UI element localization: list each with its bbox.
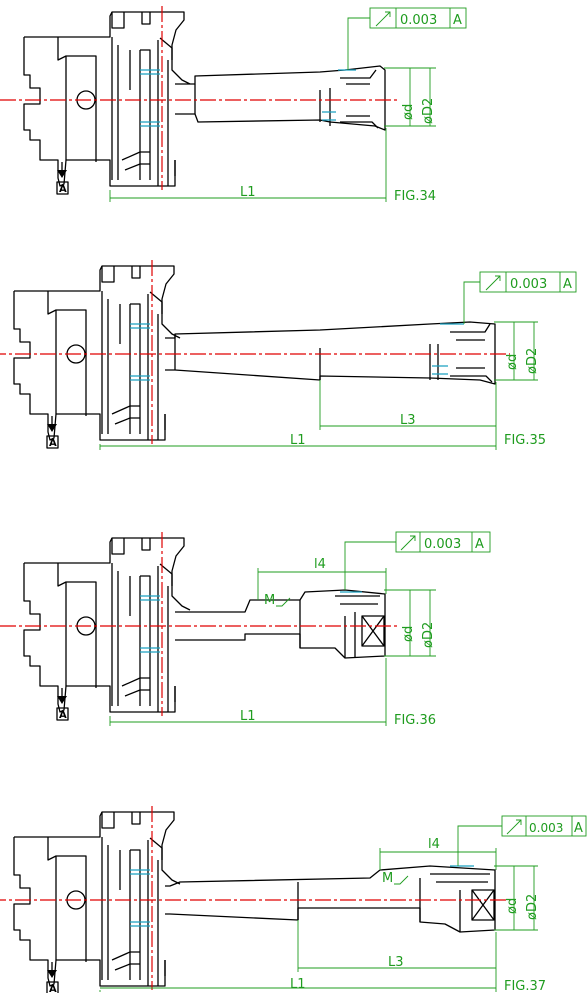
dim-L1 xyxy=(109,128,387,202)
wrench-flat xyxy=(361,615,385,647)
collet-threads xyxy=(432,323,464,375)
dim-label-M: M xyxy=(264,593,275,608)
figure-35: L1 L3 FIG.35 ød øD2 A 0.003 A xyxy=(0,260,577,450)
tolerance-leader xyxy=(457,825,502,866)
dim-label-L1: L1 xyxy=(290,977,306,992)
wrench-flat-cross xyxy=(471,889,495,921)
tolerance-leader xyxy=(463,281,480,324)
holder-head xyxy=(13,265,181,441)
dim-label-d: ød xyxy=(505,898,520,914)
shank-outline xyxy=(175,65,386,131)
shank-outline xyxy=(165,865,496,933)
dim-label-d: ød xyxy=(401,104,416,120)
datum-label: A xyxy=(59,710,67,721)
dim-label-L1: L1 xyxy=(240,185,256,200)
datum-label: A xyxy=(59,184,67,195)
tolerance-frame: 0.003 A xyxy=(395,531,491,553)
dim-diameters xyxy=(494,321,538,381)
tolerance-datum: A xyxy=(475,537,484,552)
collet-lines xyxy=(450,323,493,383)
collet-lines xyxy=(340,69,379,129)
fig-label: FIG.34 xyxy=(394,189,436,204)
datum-box xyxy=(56,181,69,195)
thread-leader-M xyxy=(394,875,409,885)
shank-outline xyxy=(165,321,496,385)
tolerance-frame: 0.003 A xyxy=(501,815,587,837)
holder-head xyxy=(23,537,191,713)
dim-label-l4: l4 xyxy=(314,557,326,572)
dim-label-l4: l4 xyxy=(428,837,440,852)
runout-arrow-icon xyxy=(506,819,522,835)
runout-arrow-icon xyxy=(375,11,391,27)
tolerance-value: 0.003 xyxy=(510,277,547,292)
tolerance-leader xyxy=(347,17,370,70)
collet-lines xyxy=(430,873,490,883)
holder-head xyxy=(13,811,181,987)
thread-leader-M xyxy=(276,597,291,607)
datum-label: A xyxy=(49,438,57,449)
fig-label: FIG.35 xyxy=(504,433,546,448)
datum-box xyxy=(46,981,59,993)
tolerance-frame: 0.003 A xyxy=(369,7,467,29)
dim-diameters xyxy=(494,865,538,931)
figure-36: L1 FIG.36 l4 M ød øD2 A 0.003 A xyxy=(0,531,491,728)
holder-head xyxy=(23,11,191,187)
runout-arrow-icon xyxy=(485,275,501,291)
tolerance-value: 0.003 xyxy=(400,13,437,28)
shank-outline xyxy=(175,589,386,659)
tolerance-frame: 0.003 A xyxy=(479,271,577,293)
dim-L1 xyxy=(99,382,497,450)
dim-label-D2: øD2 xyxy=(421,622,436,648)
dim-label-L3: L3 xyxy=(400,413,416,428)
runout-arrow-icon xyxy=(400,535,416,551)
dim-label-L1: L1 xyxy=(290,433,306,448)
collet-threads xyxy=(322,69,356,121)
dim-label-d: ød xyxy=(401,626,416,642)
dim-label-D2: øD2 xyxy=(421,98,436,124)
wrench-flat xyxy=(471,889,495,921)
datum-box xyxy=(56,707,69,721)
figure-37: L1 L3 FIG.37 l4 M ød øD2 A 0.003 A xyxy=(0,806,587,993)
datum-box xyxy=(46,435,59,449)
dim-L3 xyxy=(297,920,496,972)
shank-steps xyxy=(299,600,356,658)
tolerance-value: 0.003 xyxy=(424,537,461,552)
fig-label: FIG.37 xyxy=(504,979,546,993)
dim-diameters xyxy=(384,67,436,127)
dim-label-d: ød xyxy=(505,354,520,370)
fig-label: FIG.36 xyxy=(394,713,436,728)
dim-L3 xyxy=(319,380,496,430)
wrench-flat-cross xyxy=(361,615,385,647)
collet-lines xyxy=(335,595,380,605)
dim-label-D2: øD2 xyxy=(525,348,540,374)
figure-34: L1 FIG.34 ød øD2 A 0.003 A xyxy=(0,6,467,204)
dim-l4 xyxy=(257,568,387,600)
tolerance-datum: A xyxy=(574,821,583,836)
dim-label-L3: L3 xyxy=(388,955,404,970)
dim-diameters xyxy=(384,589,436,657)
tolerance-value: 0.003 xyxy=(529,821,563,835)
dim-L1 xyxy=(109,658,387,726)
tolerance-datum: A xyxy=(453,13,462,28)
dim-label-L1: L1 xyxy=(240,709,256,724)
dim-L1 xyxy=(99,932,497,992)
tolerance-datum: A xyxy=(563,277,572,292)
tolerance-leader xyxy=(344,541,396,590)
shank-steps xyxy=(174,334,439,380)
datum-label: A xyxy=(49,984,57,993)
dim-label-D2: øD2 xyxy=(525,894,540,920)
dim-label-M: M xyxy=(382,871,393,886)
